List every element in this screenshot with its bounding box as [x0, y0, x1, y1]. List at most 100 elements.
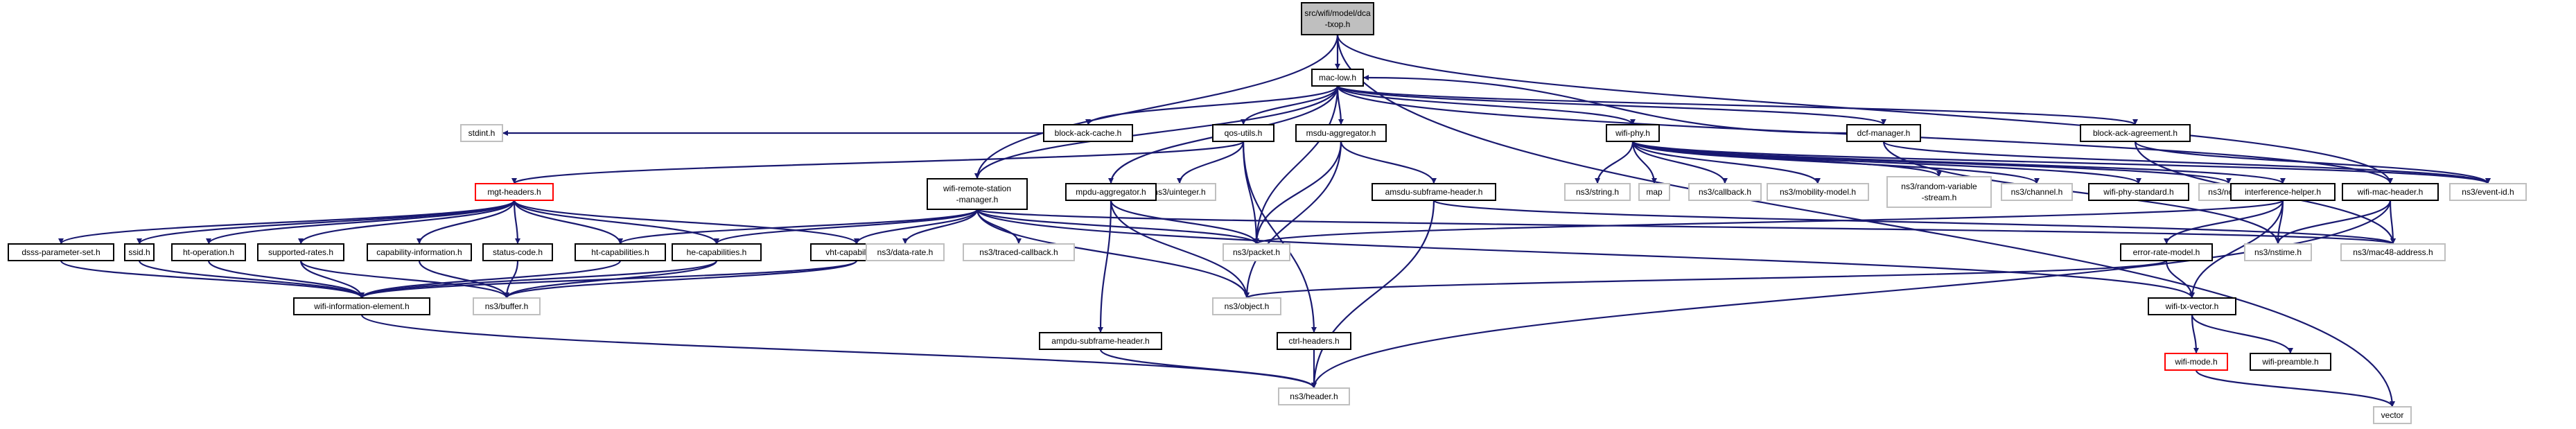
node-box-ssid — [124, 243, 155, 261]
node-label-ns3-callback: ns3/callback.h — [1699, 187, 1751, 197]
node-label-mac-low: mac-low.h — [1319, 73, 1356, 82]
node-dcf-manager[interactable]: dcf-manager.h — [1846, 124, 1921, 142]
arrowhead-block-ack-cache-to-stdint — [502, 130, 508, 136]
node-ampdu-subframe-header[interactable]: ampdu-subframe-header.h — [1039, 332, 1162, 350]
node-label-ns3-event-id: ns3/event-id.h — [2462, 187, 2514, 197]
node-he-capabilities[interactable]: he-capabilities.h — [672, 243, 762, 261]
arrowhead-mac-low-to-dcf-manager — [1881, 119, 1886, 125]
node-box-vector — [2373, 406, 2412, 424]
edge-wifi-remote-to-he-capabilities — [715, 209, 979, 245]
node-supported-rates[interactable]: supported-rates.h — [257, 243, 344, 261]
arrowhead-wifi-mode-to-vector — [2390, 401, 2395, 407]
node-mpdu-aggregator[interactable]: mpdu-aggregator.h — [1065, 183, 1157, 201]
node-block-ack-cache[interactable]: block-ack-cache.h — [1043, 124, 1133, 142]
arrowhead-mgt-headers-to-status-code — [515, 238, 520, 244]
node-label-block-ack-agreement: block-ack-agreement.h — [2093, 128, 2178, 138]
node-box-ns3-header — [1278, 387, 1350, 405]
edge-wifi-remote-to-ns3-mac48-address — [976, 208, 2394, 245]
node-box-qos-utils — [1212, 124, 1274, 142]
arrowhead-wifi-remote-to-ns3-data-rate — [902, 238, 908, 244]
edge-amsdu-subframe-header-to-ns3-header — [1313, 200, 1435, 389]
node-label-ns3-header: ns3/header.h — [1290, 392, 1338, 401]
node-box-msdu-aggregator — [1295, 124, 1387, 142]
node-wifi-tx-vector[interactable]: wifi-tx-vector.h — [2148, 297, 2236, 315]
edge-msdu-aggregator-to-amsdu-subframe-header — [1340, 141, 1435, 184]
edge-dcf-manager-to-ns3-event-id — [1882, 140, 2489, 185]
node-ht-capabilities[interactable]: ht-capabilities.h — [575, 243, 666, 261]
node-wifi-mode[interactable]: wifi-mode.h — [2164, 353, 2228, 371]
node-label-block-ack-cache: block-ack-cache.h — [1055, 128, 1122, 138]
edge-interference-helper-to-wifi-tx-vector — [2191, 200, 2284, 299]
node-wifi-phy-standard[interactable]: wifi-phy-standard.h — [2088, 183, 2189, 201]
node-label-wifi-phy: wifi-phy.h — [1615, 128, 1650, 138]
edge-qos-utils-to-ns3-uinteger — [1178, 141, 1245, 184]
node-label-wifi-preamble: wifi-preamble.h — [2261, 357, 2318, 367]
edge-mac-low-to-ns3-packet — [1255, 85, 1339, 245]
node-ns3-header: ns3/header.h — [1278, 387, 1350, 405]
node-box-wifi-information-element — [293, 297, 430, 315]
node-wifi-information-element[interactable]: wifi-information-element.h — [293, 297, 430, 315]
node-label-ns3-random-variable: -stream.h — [1922, 193, 1957, 202]
arrowhead-root-to-mac-low — [1335, 64, 1340, 69]
node-interference-helper[interactable]: interference-helper.h — [2230, 183, 2336, 201]
arrowhead-mac-low-to-block-ack-cache — [1085, 119, 1091, 125]
node-wifi-mac-header[interactable]: wifi-mac-header.h — [2342, 183, 2439, 201]
node-label-root: -txop.h — [1325, 19, 1351, 29]
node-wifi-remote[interactable]: wifi-remote-station-manager.h — [927, 178, 1028, 210]
node-box-mac-low — [1311, 69, 1364, 87]
graph-nodes: src/wifi/model/dca-txop.hmac-low.hwifi-r… — [8, 2, 2527, 424]
node-box-ns3-object — [1212, 297, 1281, 315]
node-box-dcf-manager — [1846, 124, 1921, 142]
node-wifi-preamble[interactable]: wifi-preamble.h — [2250, 353, 2331, 371]
edge-dcf-manager-to-ns3-nstime — [1882, 141, 2279, 245]
edge-wifi-remote-to-ns3-object — [976, 209, 1248, 299]
node-ht-operation[interactable]: ht-operation.h — [171, 243, 246, 261]
node-label-ns3-traced-callback: ns3/traced-callback.h — [979, 247, 1058, 257]
node-status-code[interactable]: status-code.h — [482, 243, 553, 261]
arrowhead-wifi-remote-to-vht-capabilities — [854, 238, 859, 244]
edge-root-to-wifi-remote — [976, 34, 1339, 180]
node-mgt-headers[interactable]: mgt-headers.h — [475, 183, 554, 201]
node-ssid[interactable]: ssid.h — [124, 243, 155, 261]
node-block-ack-agreement[interactable]: block-ack-agreement.h — [2080, 124, 2191, 142]
edge-block-ack-agreement-to-ns3-event-id — [2134, 141, 2489, 184]
edge-mac-low-to-block-ack-cache — [1087, 85, 1339, 125]
node-wifi-phy[interactable]: wifi-phy.h — [1606, 124, 1660, 142]
edge-mgt-headers-to-vht-capabilities — [513, 200, 858, 245]
node-box-ns3-buffer — [473, 297, 541, 315]
node-box-wifi-phy — [1606, 124, 1660, 142]
node-ns3-object: ns3/object.h — [1212, 297, 1281, 315]
node-ns3-traced-callback: ns3/traced-callback.h — [963, 243, 1075, 261]
node-mac-low[interactable]: mac-low.h — [1311, 69, 1364, 87]
arrowhead-mac-low-to-wifi-phy — [1630, 119, 1636, 125]
node-box-map — [1638, 183, 1670, 201]
arrowhead-wifi-remote-to-ht-capabilities — [617, 238, 623, 244]
node-msdu-aggregator[interactable]: msdu-aggregator.h — [1295, 124, 1387, 142]
arrowhead-wifi-tx-vector-to-wifi-mode — [2193, 348, 2199, 353]
node-label-map: map — [1646, 187, 1663, 197]
node-label-stdint: stdint.h — [468, 128, 496, 138]
node-box-ht-operation — [171, 243, 246, 261]
node-error-rate-model[interactable]: error-rate-model.h — [2120, 243, 2213, 261]
node-map: map — [1638, 183, 1670, 201]
node-ctrl-headers[interactable]: ctrl-headers.h — [1277, 332, 1351, 350]
edge-supported-rates-to-ns3-buffer — [299, 260, 508, 299]
node-box-ns3-data-rate — [866, 243, 945, 261]
arrowhead-wifi-phy-to-ns3-random-variable — [1936, 171, 1942, 177]
node-box-wifi-mac-header — [2342, 183, 2439, 201]
arrowhead-qos-utils-to-ns3-uinteger — [1177, 178, 1182, 184]
node-box-status-code — [482, 243, 553, 261]
node-amsdu-subframe-header[interactable]: amsdu-subframe-header.h — [1372, 183, 1496, 201]
node-capability-information[interactable]: capability-information.h — [367, 243, 472, 261]
node-qos-utils[interactable]: qos-utils.h — [1212, 124, 1274, 142]
edge-wifi-remote-to-ns3-packet — [976, 209, 1258, 245]
node-box-amsdu-subframe-header — [1372, 183, 1496, 201]
node-ns3-callback: ns3/callback.h — [1688, 183, 1762, 201]
edge-wifi-phy-to-ns3-random-variable — [1631, 140, 1940, 178]
node-label-ns3-nstime: ns3/nstime.h — [2254, 247, 2302, 257]
node-box-block-ack-agreement — [2080, 124, 2191, 142]
node-dsss-parameter-set[interactable]: dsss-parameter-set.h — [8, 243, 114, 261]
node-label-ns3-random-variable: ns3/random-variable — [1901, 182, 1977, 191]
arrowhead-error-rate-model-to-wifi-tx-vector — [2189, 292, 2195, 298]
